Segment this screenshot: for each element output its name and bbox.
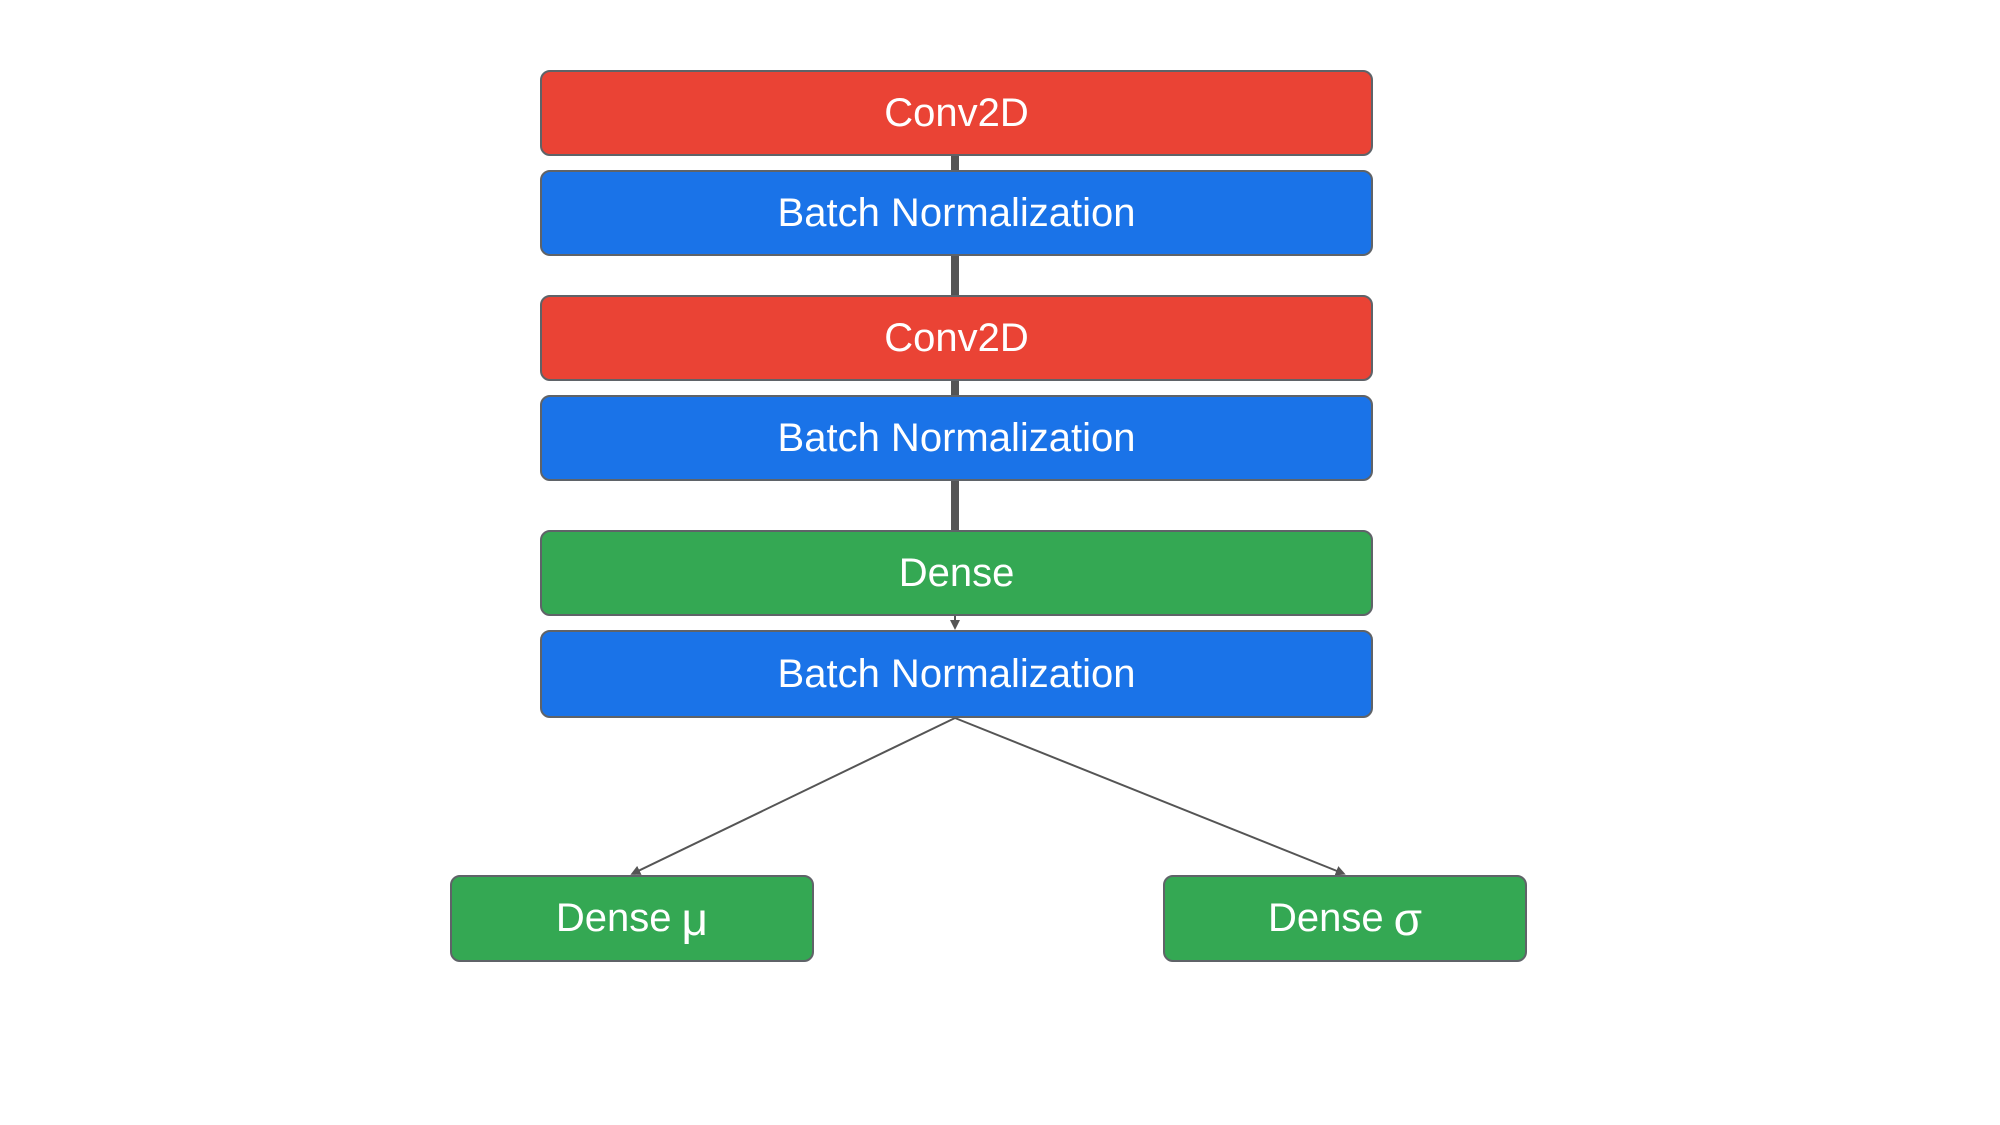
layer-label: Conv2D [884, 315, 1029, 360]
arrowhead-dense-norm3 [950, 620, 960, 630]
mu-symbol: μ [681, 892, 709, 945]
layer-dense: Dense [540, 530, 1373, 616]
layer-label: Batch Normalization [777, 415, 1136, 460]
output-label: Dense [555, 896, 672, 940]
output-dense-mu: Dense μ [450, 875, 814, 962]
arrow-to-dense-mu [630, 717, 956, 875]
layer-batch-norm-1: Batch Normalization [540, 170, 1373, 256]
sigma-symbol: σ [1393, 892, 1422, 945]
layer-label: Batch Normalization [777, 651, 1136, 696]
layer-conv2d-1: Conv2D [540, 70, 1373, 156]
output-dense-sigma: Dense σ [1163, 875, 1527, 962]
layer-conv2d-2: Conv2D [540, 295, 1373, 381]
arrow-to-dense-sigma [954, 717, 1346, 876]
layer-batch-norm-2: Batch Normalization [540, 395, 1373, 481]
layer-batch-norm-3: Batch Normalization [540, 630, 1373, 718]
output-label: Dense [1267, 896, 1384, 940]
layer-label: Dense [898, 550, 1015, 595]
layer-label: Batch Normalization [777, 190, 1136, 235]
layer-label: Conv2D [884, 90, 1029, 135]
